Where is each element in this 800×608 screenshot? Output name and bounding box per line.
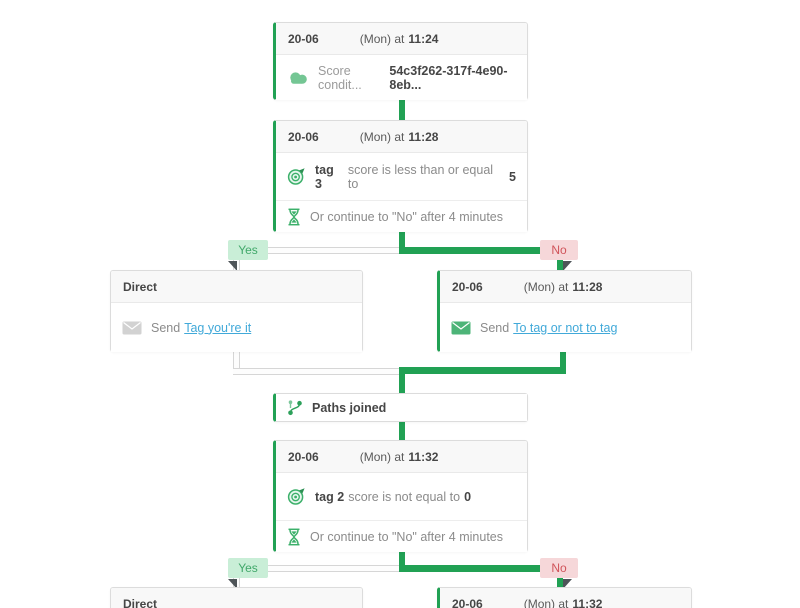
connector-line — [399, 421, 405, 440]
connector-line — [399, 373, 405, 394]
connector-line-no — [399, 247, 564, 254]
branch-no-label: No — [540, 240, 578, 260]
email-link[interactable]: To tag or not to tag — [513, 320, 618, 335]
condition-comparison: score is less than or equal to — [347, 162, 494, 191]
envelope-icon — [122, 321, 142, 335]
score-condition-row: Score condit... 54c3f262-317f-4e90-8eb..… — [276, 55, 527, 100]
flow-node-timed-send-2[interactable]: 20-06 (Mon) at 11:32 — [437, 587, 692, 608]
node-time: 11:32 — [408, 449, 439, 464]
condition-timeout-text: Or continue to "No" after 4 minutes — [310, 529, 503, 544]
node-title: Direct — [123, 279, 158, 294]
flow-node-score-condition[interactable]: 20-06 (Mon) at 11:24 Score condit... 54c… — [273, 22, 528, 100]
connector-line — [399, 232, 405, 254]
condition-rule-row: tag 2 score is not equal to 0 — [276, 473, 527, 520]
send-label: Send — [480, 320, 510, 335]
node-day: (Mon) at — [359, 129, 405, 144]
branch-yes-label: Yes — [228, 240, 268, 260]
hourglass-icon — [287, 528, 301, 546]
condition-rule-row: tag 3 score is less than or equal to 5 — [276, 153, 527, 200]
connector-line-no — [399, 565, 564, 572]
node-date: 20-06 — [452, 596, 483, 608]
connector-line-yes — [236, 247, 402, 254]
connector-line-no — [399, 367, 566, 374]
flow-node-direct-send-1[interactable]: Direct Send Tag you're it — [110, 270, 363, 352]
connector-line-no — [557, 253, 563, 270]
connector-line-yes — [236, 565, 402, 572]
node-timestamp-header: 20-06 (Mon) at 11:32 — [440, 588, 691, 608]
condition-tag: tag 2 — [315, 489, 345, 504]
cloud-icon — [287, 70, 309, 85]
node-title: Direct — [123, 596, 158, 608]
arrow-down-icon — [228, 579, 237, 589]
connector-line — [399, 552, 405, 572]
score-target-icon — [287, 167, 306, 186]
condition-timeout-text: Or continue to "No" after 4 minutes — [310, 209, 503, 224]
flow-node-timed-send-1[interactable]: 20-06 (Mon) at 11:28 Send To tag or not … — [437, 270, 692, 352]
node-day: (Mon) at — [523, 279, 569, 294]
condition-tag: tag 3 — [315, 162, 334, 191]
paths-joined-row: Paths joined — [276, 394, 527, 421]
flow-node-condition-1[interactable]: 20-06 (Mon) at 11:28 tag 3 score is less… — [273, 120, 528, 232]
score-condition-id: 54c3f262-317f-4e90-8eb... — [389, 63, 508, 92]
condition-value: 5 — [509, 169, 516, 184]
node-timestamp-header: 20-06 (Mon) at 11:32 — [276, 441, 527, 473]
node-time: 11:28 — [572, 279, 603, 294]
connector-line-yes — [233, 368, 403, 375]
branch-yes-label: Yes — [228, 558, 268, 578]
condition-timeout-row: Or continue to "No" after 4 minutes — [276, 200, 527, 232]
node-date: 20-06 — [288, 31, 319, 46]
node-day: (Mon) at — [523, 596, 569, 608]
connector-line-no — [557, 571, 563, 588]
condition-timeout-row: Or continue to "No" after 4 minutes — [276, 520, 527, 552]
node-date: 20-06 — [288, 449, 319, 464]
send-email-row: Send Tag you're it — [111, 303, 362, 352]
node-timestamp-header: 20-06 (Mon) at 11:24 — [276, 23, 527, 55]
node-day: (Mon) at — [359, 31, 405, 46]
hourglass-icon — [287, 208, 301, 226]
node-date: 20-06 — [288, 129, 319, 144]
branch-no-label: No — [540, 558, 578, 578]
connector-line-yes — [233, 352, 240, 372]
connector-line-no — [560, 352, 566, 369]
condition-value: 0 — [464, 489, 472, 504]
envelope-icon — [451, 321, 471, 335]
send-email-row: Send To tag or not to tag — [440, 303, 691, 352]
node-time: 11:28 — [408, 129, 439, 144]
score-condition-label: Score condit... — [318, 63, 362, 92]
node-time: 11:32 — [572, 596, 603, 608]
node-timestamp-header: 20-06 (Mon) at 11:28 — [276, 121, 527, 153]
node-date: 20-06 — [452, 279, 483, 294]
arrow-down-icon — [563, 579, 572, 589]
flow-node-paths-joined[interactable]: Paths joined — [273, 393, 528, 422]
arrow-down-icon — [563, 261, 572, 271]
arrow-down-icon — [228, 261, 237, 271]
paths-joined-icon — [287, 399, 303, 416]
paths-joined-label: Paths joined — [312, 400, 387, 415]
email-link[interactable]: Tag you're it — [184, 320, 252, 335]
flow-node-direct-send-2[interactable]: Direct — [110, 587, 363, 608]
node-timestamp-header: 20-06 (Mon) at 11:28 — [440, 271, 691, 303]
send-label: Send — [151, 320, 181, 335]
flow-node-condition-2[interactable]: 20-06 (Mon) at 11:32 tag 2 score is not … — [273, 440, 528, 552]
node-time: 11:24 — [408, 31, 439, 46]
connector-line — [399, 100, 405, 120]
score-target-icon — [287, 487, 306, 506]
node-day: (Mon) at — [359, 449, 405, 464]
node-header: Direct — [111, 588, 362, 608]
node-header: Direct — [111, 271, 362, 303]
condition-comparison: score is not equal to — [348, 489, 461, 504]
